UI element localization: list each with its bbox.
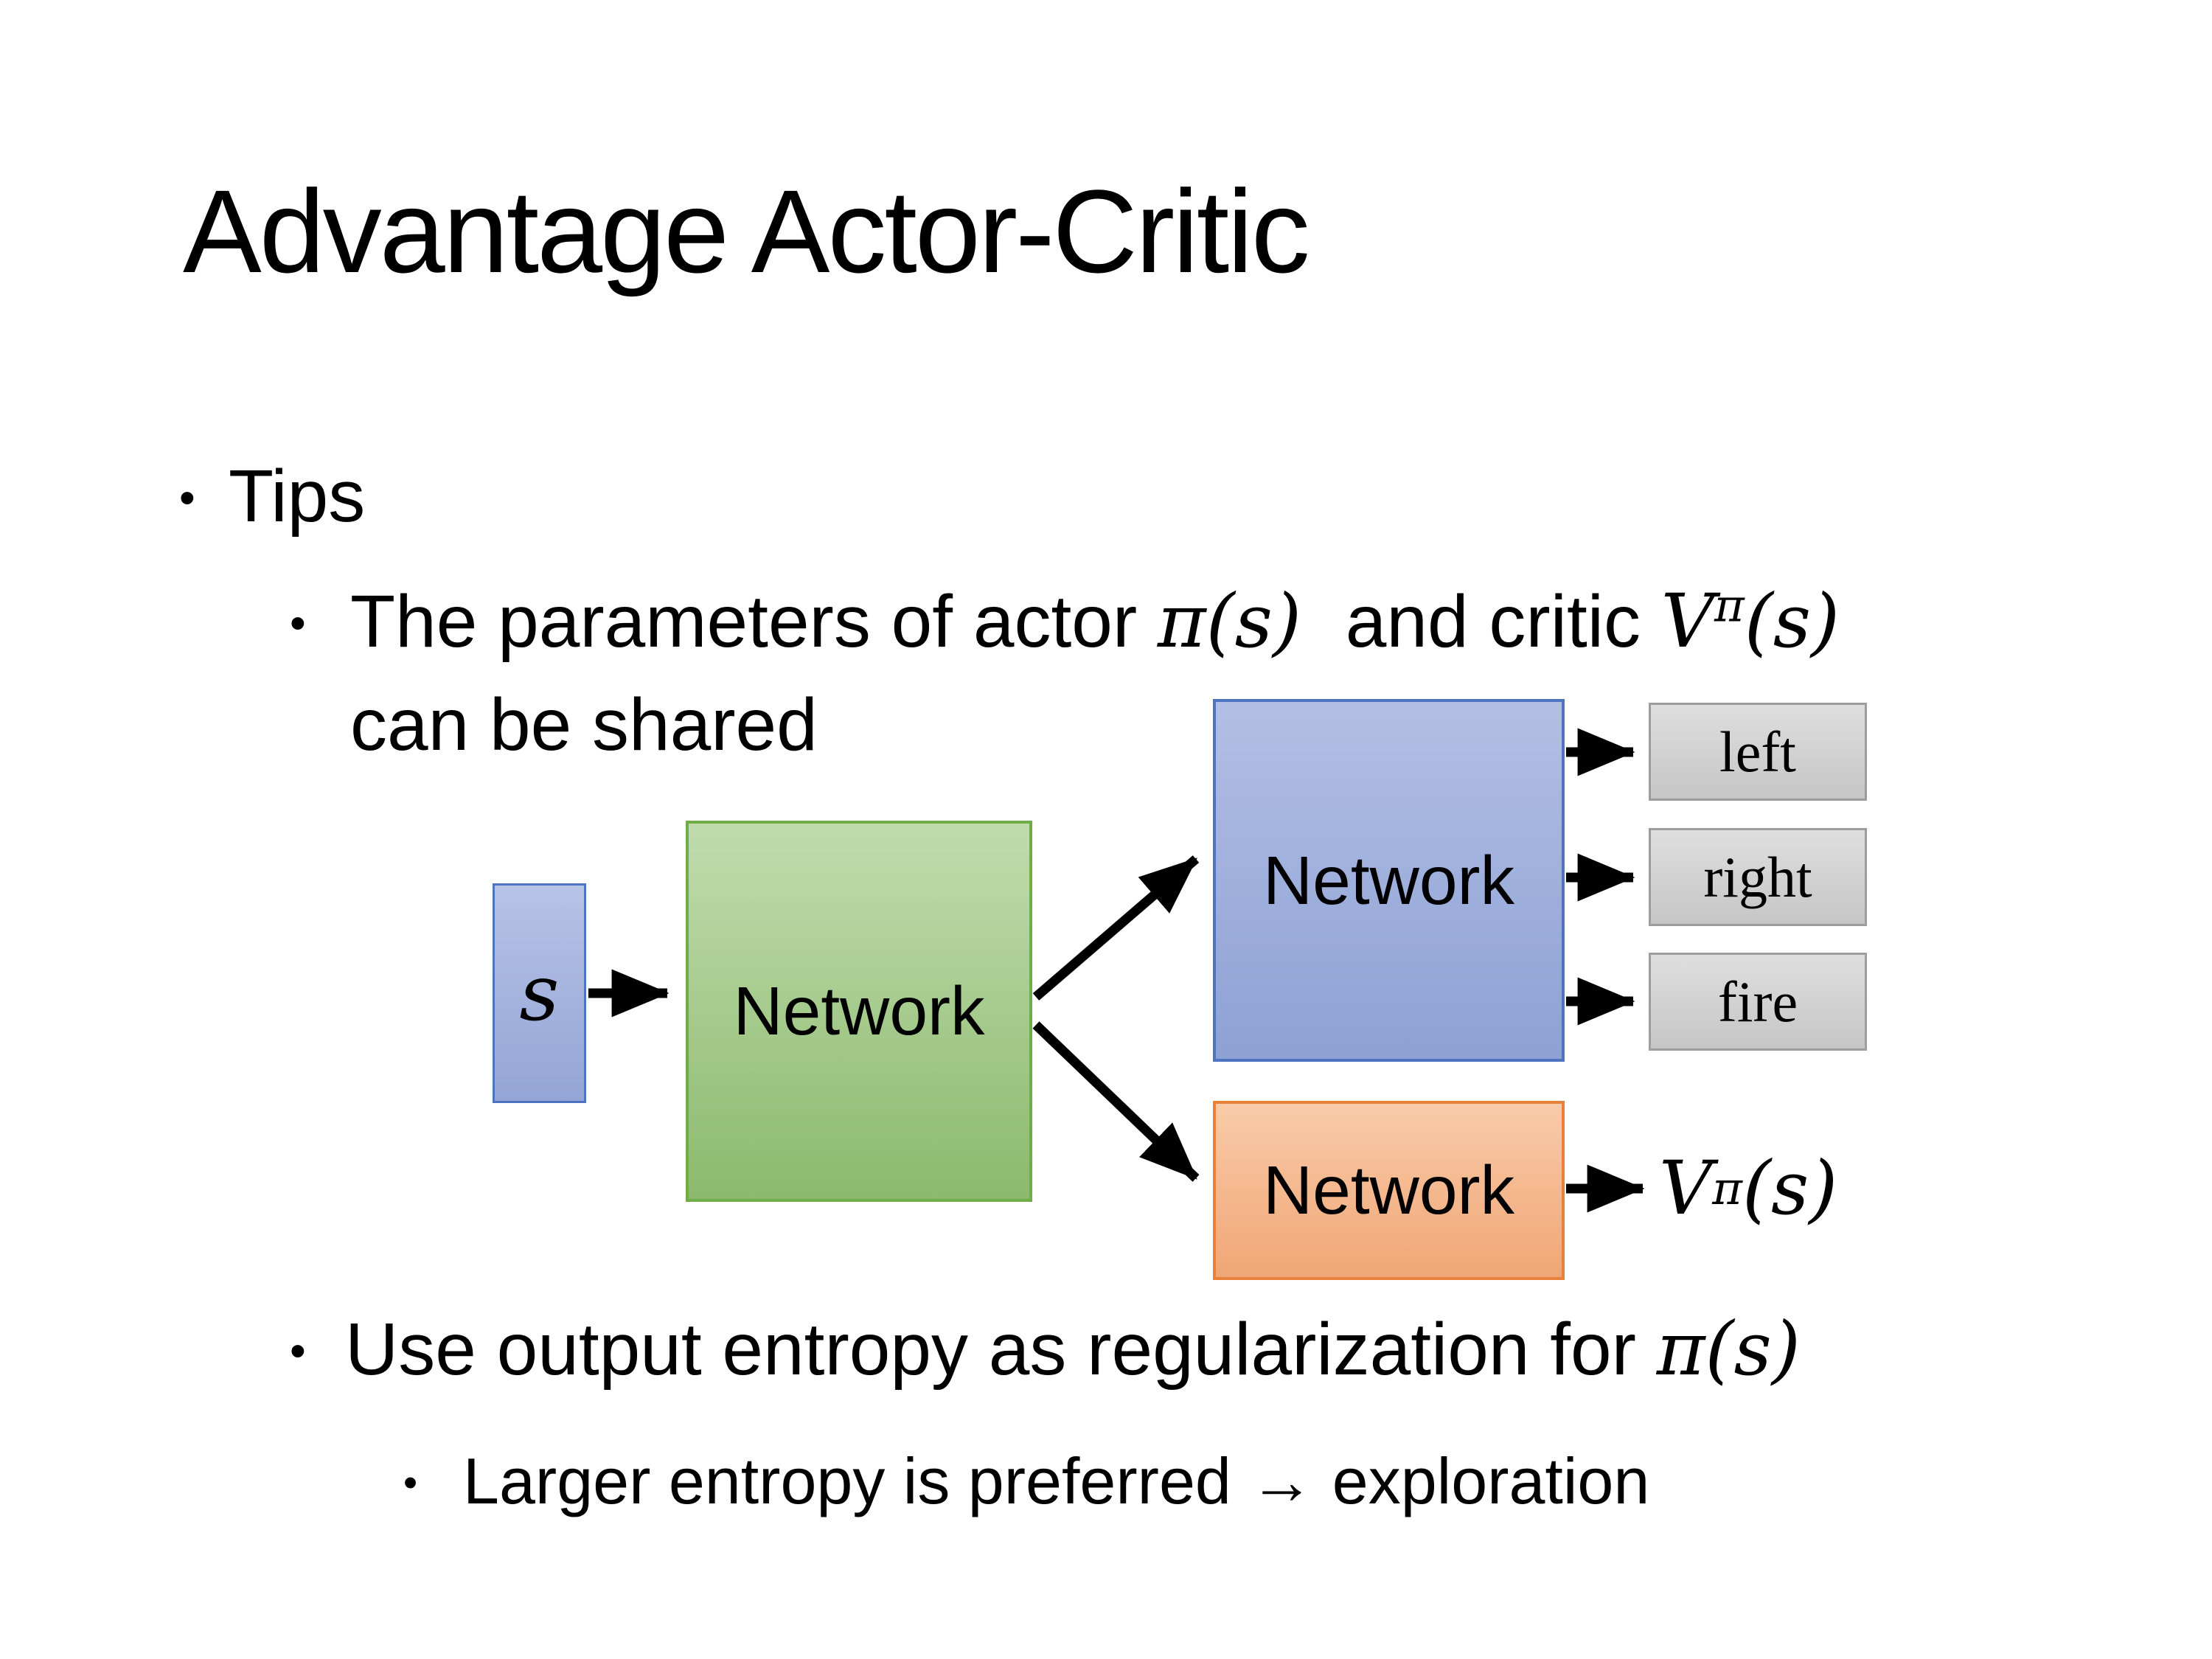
action-box-left: left <box>1649 703 1867 801</box>
tips-label: Tips <box>229 455 366 538</box>
input-s-box: s <box>493 883 586 1103</box>
arrow-shared-to-critic-network-icon <box>1032 1021 1200 1182</box>
actor-pi-s-math: π(s) <box>1157 578 1301 664</box>
shared-network-box: Network <box>686 821 1032 1202</box>
bullet-icon: • <box>290 597 306 649</box>
bullet-item-larger-entropy: • Larger entropy is preferred → explorat… <box>403 1449 1649 1514</box>
parameters-mid: and critic <box>1345 580 1661 663</box>
bullet-icon: • <box>290 1325 306 1377</box>
slide-title: Advantage Actor-Critic <box>183 165 1310 297</box>
larger-entropy-label: Larger entropy is preferred → exploratio… <box>463 1444 1650 1517</box>
action-left-label: left <box>1719 719 1796 784</box>
critic-network-label: Network <box>1262 1152 1515 1228</box>
entropy-pre: Use output entropy as regularization for <box>345 1308 1657 1391</box>
action-box-fire: fire <box>1649 953 1867 1051</box>
actor-network-box: Network <box>1213 699 1565 1062</box>
bullet-icon: • <box>403 1460 418 1506</box>
bullet-item-tips: • Tips <box>179 459 365 533</box>
parameters-pre: The parameters of actor <box>350 580 1158 663</box>
action-right-label: right <box>1703 844 1812 909</box>
input-s-label: s <box>519 947 560 1038</box>
actor-network-label: Network <box>1262 841 1515 919</box>
bullet-item-parameters: • The parameters of actor π(s) and criti… <box>290 582 1840 658</box>
can-be-shared-label: can be shared <box>350 684 818 766</box>
shared-network-label: Network <box>733 973 985 1049</box>
actor-pi-s-math: π(s) <box>1656 1306 1801 1392</box>
action-box-right: right <box>1649 828 1867 926</box>
bullet-icon: • <box>179 472 195 524</box>
parameters-text: The parameters of actor π(s) and critic … <box>350 582 1840 658</box>
critic-network-box: Network <box>1213 1101 1565 1280</box>
critic-v-pi-s-math: Vπ(s) <box>1660 578 1840 664</box>
entropy-text: Use output entropy as regularization for… <box>345 1312 1801 1387</box>
parameters-line2: can be shared <box>350 688 818 762</box>
arrow-shared-to-actor-network-icon <box>1032 855 1200 1001</box>
bullet-item-entropy: • Use output entropy as regularization f… <box>290 1312 1801 1387</box>
action-box-fire-label: fire <box>1717 969 1798 1034</box>
